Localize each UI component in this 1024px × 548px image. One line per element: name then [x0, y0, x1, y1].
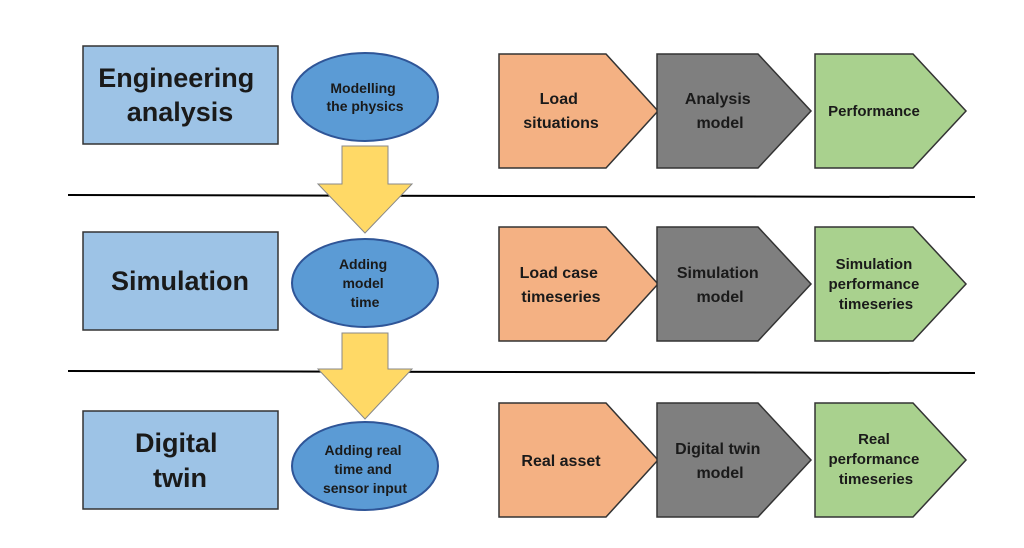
input-step-label: Real asset [521, 453, 601, 470]
row-engineering-analysis: Engineering analysis Modelling the physi… [82, 45, 968, 169]
input-step [498, 53, 660, 169]
model-step [656, 402, 813, 518]
level-label: Digital twin [135, 428, 225, 493]
model-step-label: Digital twin model [675, 441, 765, 482]
transition-label: Adding model time [339, 256, 391, 310]
transition-oval [291, 421, 439, 511]
input-step-label: Load case timeseries [520, 265, 603, 306]
down-arrow-2 [316, 332, 414, 420]
output-step [814, 402, 968, 518]
output-step-label: Simulation performance timeseries [828, 256, 923, 313]
level-box [82, 231, 279, 331]
output-step-label: Real performance timeseries [828, 431, 923, 488]
input-step-label: Load situations [523, 91, 599, 132]
output-step [814, 226, 968, 342]
row-simulation: Simulation Adding model time Load case t… [82, 226, 968, 342]
level-label: Simulation [111, 266, 249, 296]
row-digital-twin: Digital twin Adding real time and sensor… [82, 402, 968, 518]
input-step [498, 226, 660, 342]
output-step [814, 53, 968, 169]
down-arrow-1 [316, 145, 414, 234]
level-box [82, 410, 279, 510]
divider-line-1 [67, 194, 976, 198]
input-step [498, 402, 660, 518]
model-step [656, 53, 813, 169]
model-step-label: Analysis model [685, 91, 755, 132]
transition-oval [291, 238, 439, 328]
output-step-label: Performance [828, 103, 920, 120]
transition-oval [291, 52, 439, 142]
level-box [82, 45, 279, 145]
model-step-label: Simulation model [677, 265, 763, 306]
transition-label: Adding real time and sensor input [323, 442, 407, 496]
transition-label: Modelling the physics [326, 80, 403, 114]
level-label: Engineering analysis [98, 63, 262, 127]
divider-line-2 [67, 370, 976, 374]
model-step [656, 226, 813, 342]
